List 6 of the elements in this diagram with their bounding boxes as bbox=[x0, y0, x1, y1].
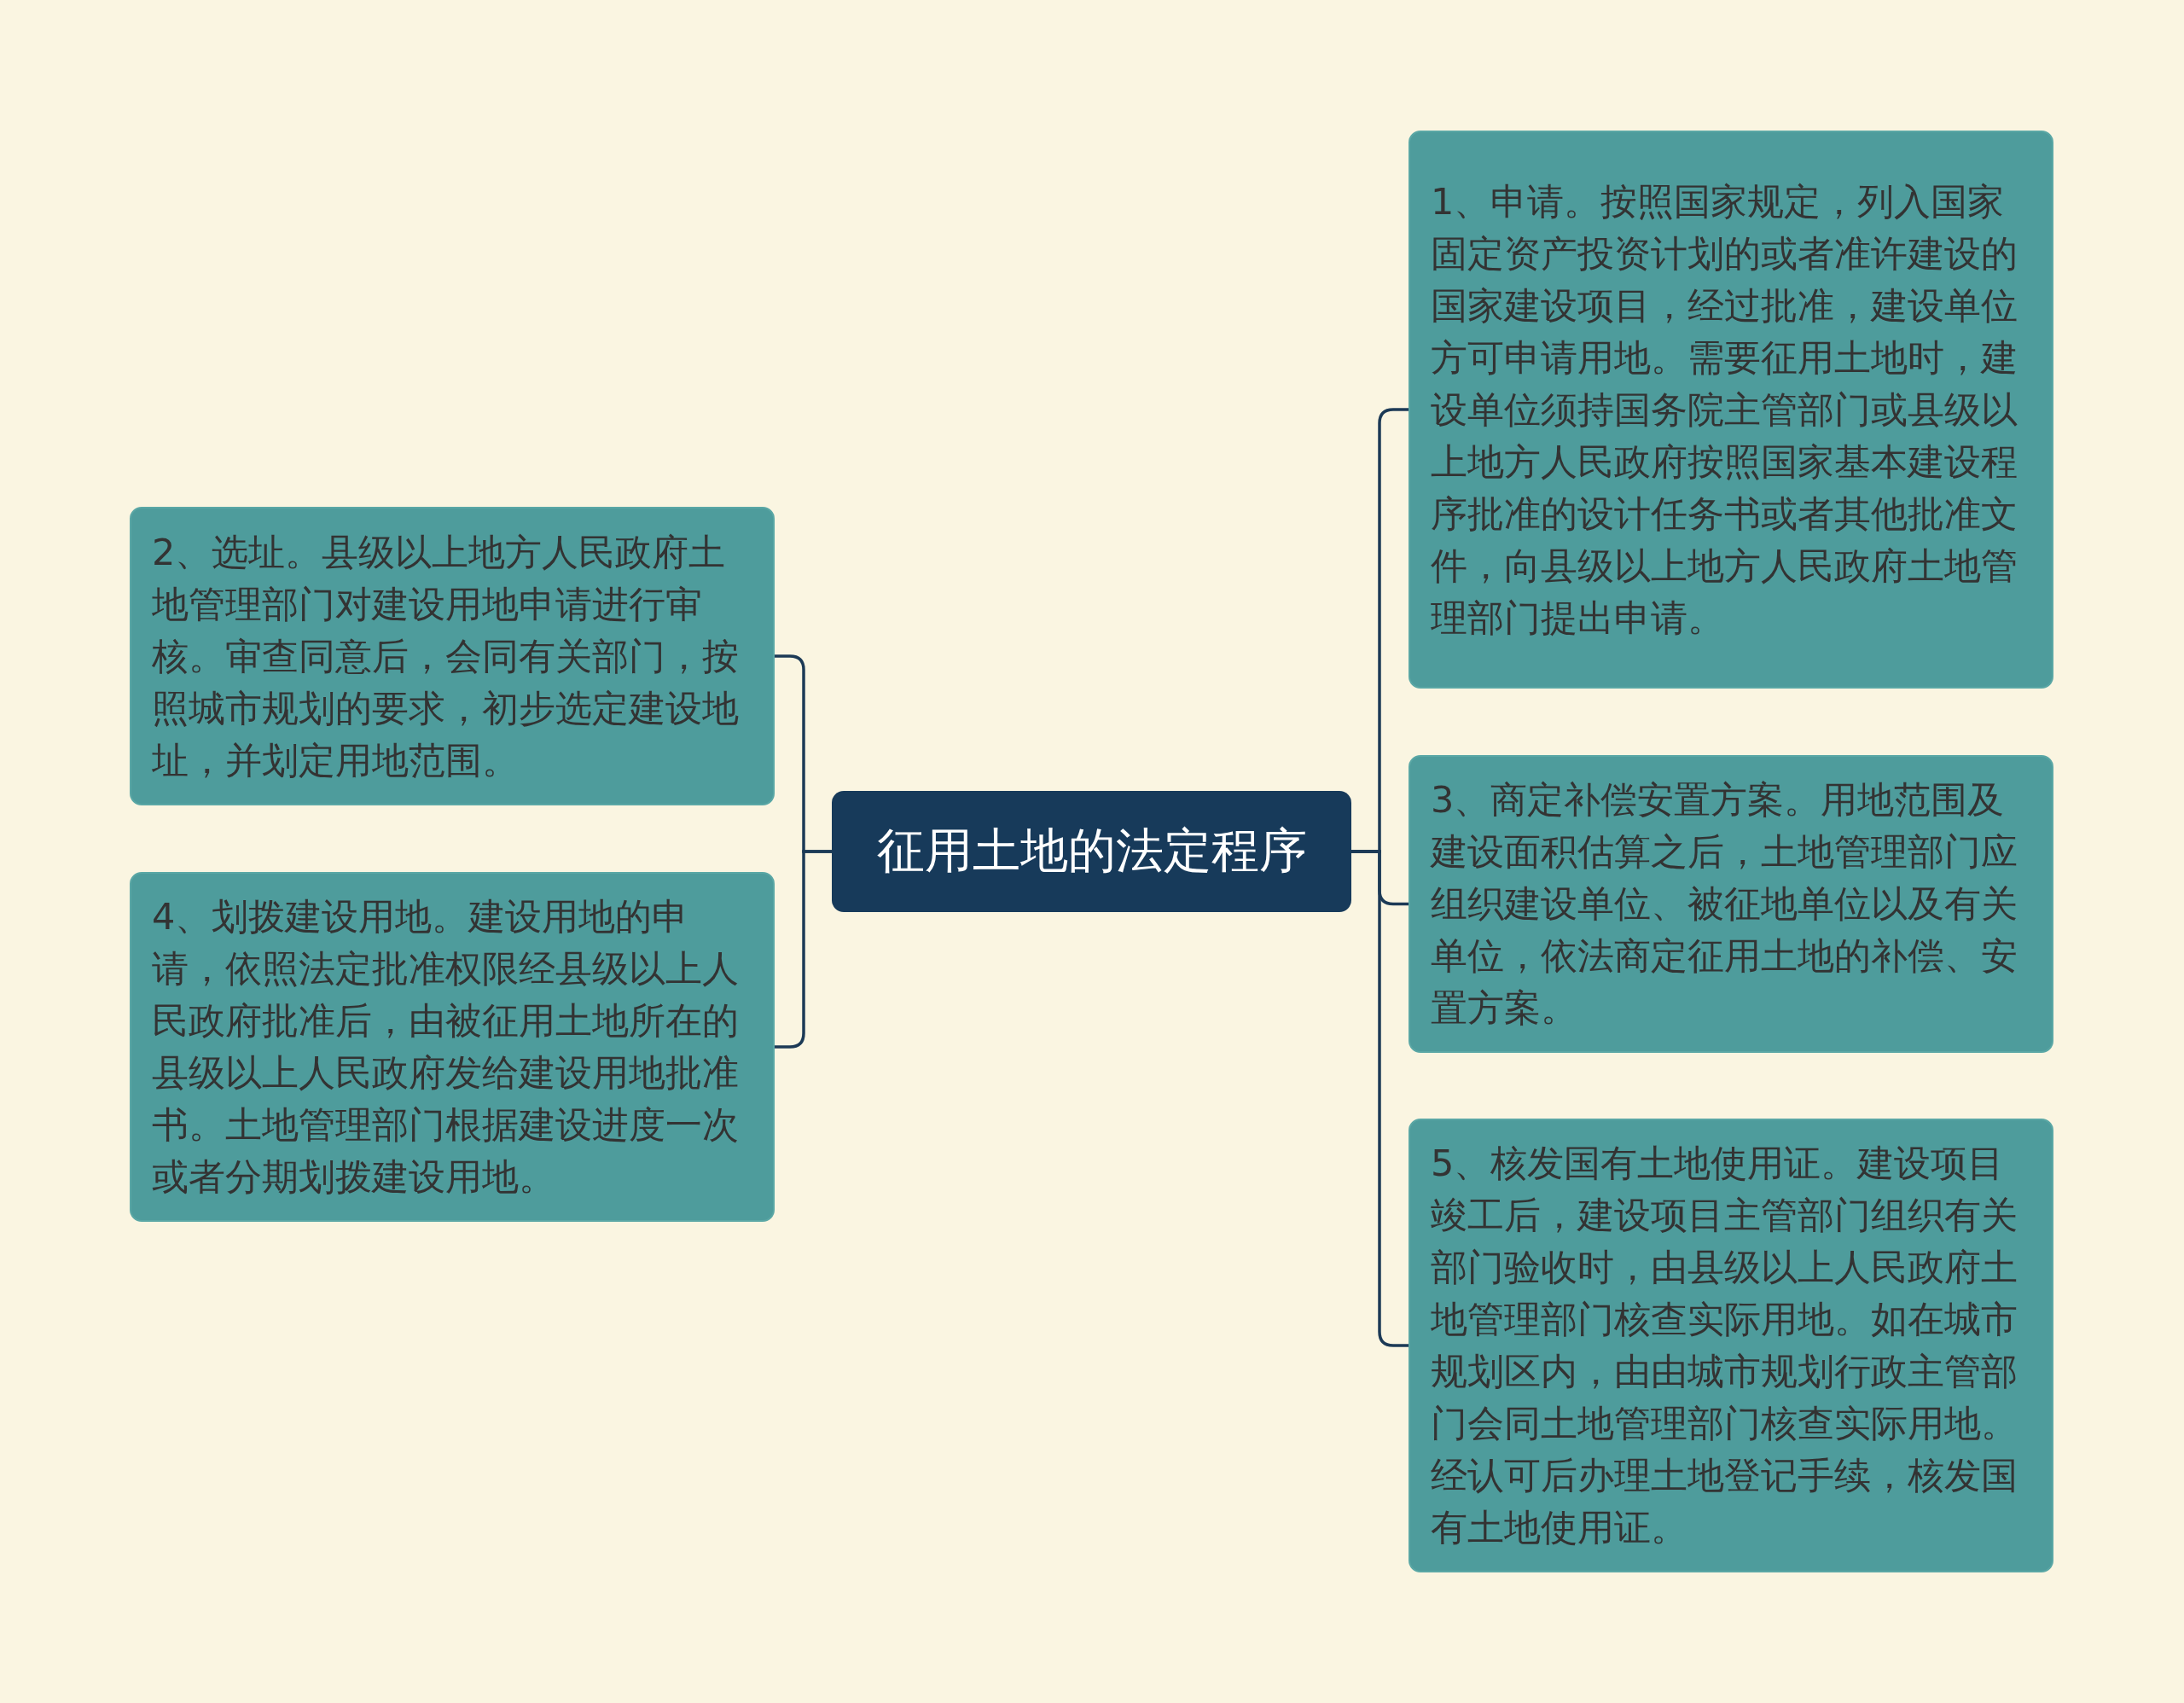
step-box: 4、划拨建设用地。建设用地的申请，依照法定批准权限经县级以上人民政府批准后，由被征用土地所在的县级以上人民政府发给建设用地批准书。土地管理部门根据建设进度一次或者分期划拨建设用地。 bbox=[130, 872, 775, 1222]
step-box: 3、商定补偿安置方案。用地范围及建设面积估算之后，土地管理部门应组织建设单位、被征地单位以及有关单位，依法商定征用土地的补偿、安置方案。 bbox=[1409, 755, 2053, 1053]
central-topic-box: 征用土地的法定程序 bbox=[832, 791, 1351, 912]
step-box: 2、选址。县级以上地方人民政府土地管理部门对建设用地申请进行审核。审查同意后，会同有关部门，按照城市规划的要求，初步选定建设地址，并划定用地范围。 bbox=[130, 507, 775, 805]
step-box: 5、核发国有土地使用证。建设项目竣工后，建设项目主管部门组织有关部门验收时，由县级以上人民政府土地管理部门核查实际用地。如在城市规划区内，由由城市规划行政主管部门会同土地管理部门核查实际用地。经认可后办理土地登记手续，核发国有土地使用证。 bbox=[1409, 1119, 2053, 1572]
step-box: 1、申请。按照国家规定，列入国家固定资产投资计划的或者准许建设的国家建设项目，经过批准，建设单位方可申请用地。需要征用土地时，建设单位须持国务院主管部门或县级以上地方人民政府按照国家基本建设程序批准的设计任务书或者其他批准文件，向县级以上地方人民政府土地管理部门提出申请。 bbox=[1409, 131, 2053, 689]
